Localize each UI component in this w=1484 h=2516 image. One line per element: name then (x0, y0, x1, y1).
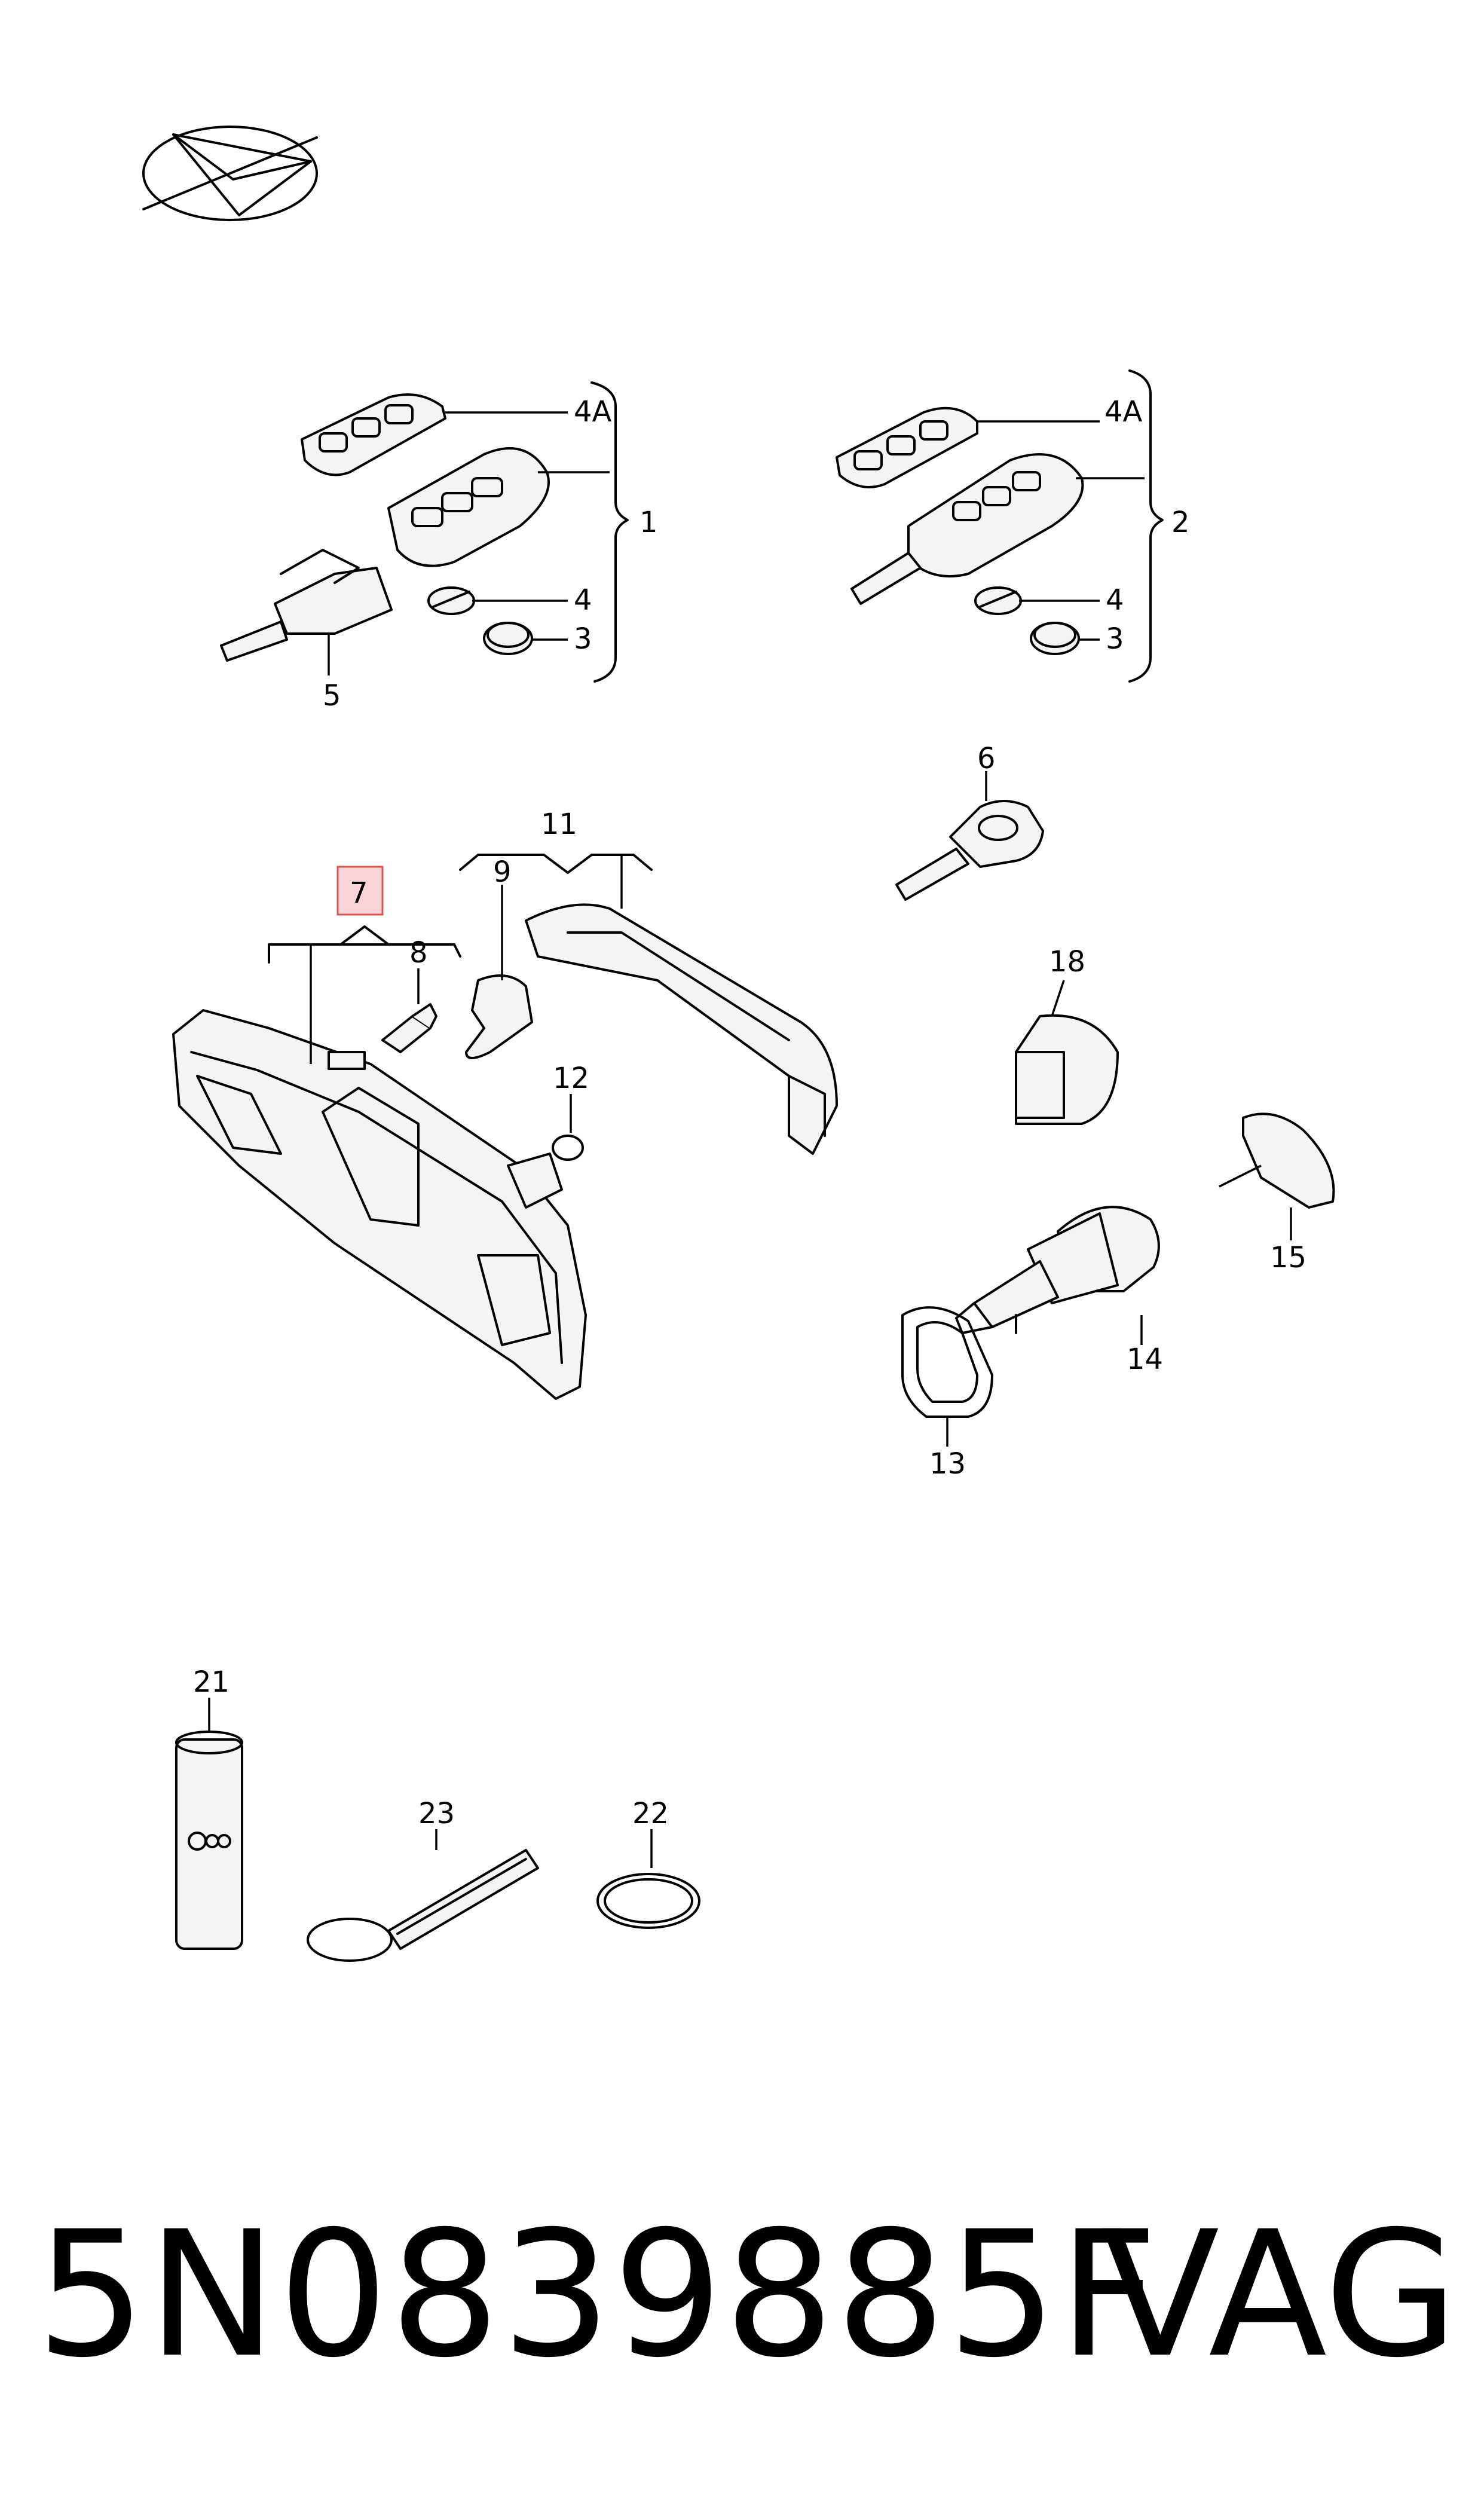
callout-4A-right: 4A (1104, 395, 1143, 429)
callout-22: 22 (632, 1797, 669, 1830)
cap-15 (1219, 1112, 1335, 1240)
callout-9: 9 (493, 855, 512, 889)
callout-14: 14 (1127, 1343, 1163, 1376)
key-set-1 (220, 381, 629, 683)
callout-4-left: 4 (574, 583, 592, 617)
bracket-1 (590, 381, 629, 683)
callout-8: 8 (409, 936, 428, 970)
battery-cover-right (974, 586, 1022, 615)
key-6 (895, 771, 1044, 901)
callout-15: 15 (1270, 1241, 1306, 1274)
callout-12: 12 (553, 1062, 589, 1095)
callout-13: 13 (929, 1447, 966, 1481)
button-pad-right (836, 406, 978, 488)
callout-3-right: 3 (1106, 622, 1124, 656)
key-set-2 (836, 369, 1164, 683)
lock-cylinder-14 (955, 1206, 1160, 1345)
paper-plane-in-ellipse-icon (142, 126, 318, 221)
seal-ring-12 (552, 1094, 584, 1161)
callout-6: 6 (977, 742, 996, 775)
callout-11: 11 (541, 808, 577, 841)
part-number: 5N0839885F (36, 2194, 1159, 2396)
callout-21: 21 (193, 1665, 230, 1699)
brand-name: VAG (1101, 2194, 1458, 2396)
battery-left (483, 622, 533, 655)
callout-1: 1 (640, 506, 658, 539)
flip-key-right (850, 453, 1084, 605)
handle-11 (459, 854, 838, 1155)
ring-22 (596, 1829, 700, 1929)
callout-7: 7 (350, 876, 368, 910)
can-21 (175, 1698, 243, 1950)
footer: 5N0839885F VAG (36, 2206, 1458, 2385)
button-pad-left (301, 393, 446, 476)
part-18 (1015, 980, 1119, 1125)
battery-cover-left (427, 586, 475, 615)
handle-carrier-7 (172, 925, 587, 1400)
callout-2: 2 (1171, 506, 1190, 539)
battery-right (1030, 622, 1080, 655)
callout-5: 5 (323, 679, 341, 713)
key-blade-left (220, 549, 393, 662)
highlight-box-7 (336, 866, 384, 916)
callout-4-right: 4 (1106, 583, 1124, 617)
callout-18: 18 (1049, 945, 1085, 979)
parts-diagram: 4A 1 4 3 5 4A 2 4 3 6 11 9 7 8 18 12 15 … (142, 126, 1335, 1962)
bracket-2 (1128, 369, 1164, 683)
seal-13 (901, 1306, 993, 1447)
screw-8 (381, 968, 437, 1053)
remote-housing-left (387, 447, 550, 567)
tag-23 (307, 1829, 539, 1962)
cover-cap-9 (465, 885, 533, 1059)
callout-3-left: 3 (574, 622, 592, 656)
callout-23: 23 (418, 1797, 455, 1830)
callout-4A-left: 4A (574, 395, 612, 429)
